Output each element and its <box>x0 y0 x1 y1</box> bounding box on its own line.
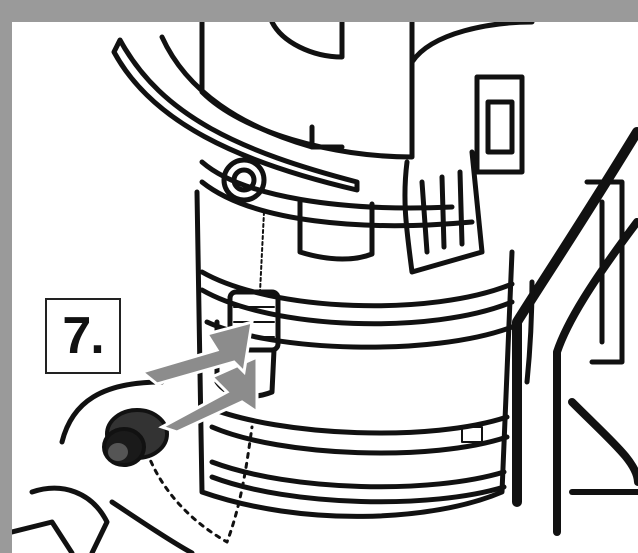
head-knob <box>221 157 267 203</box>
drain-cap-icon <box>102 408 169 467</box>
drain-spout <box>227 289 281 353</box>
trolley-frame <box>512 127 638 507</box>
hose-connector <box>59 379 165 445</box>
motor-head <box>199 22 415 160</box>
top-handle <box>111 37 360 193</box>
head-clip <box>297 199 375 262</box>
cap-chain <box>259 211 265 293</box>
drum-body <box>194 189 515 519</box>
illustration-panel <box>12 22 638 553</box>
vacuum-illustration <box>12 22 638 553</box>
lower-chain <box>145 425 254 544</box>
step-number-box: 7. <box>45 298 121 374</box>
hose-flap <box>402 149 485 275</box>
direction-arrow-icon <box>138 319 259 434</box>
step-number: 7. <box>62 307 104 365</box>
side-latch <box>474 74 525 175</box>
